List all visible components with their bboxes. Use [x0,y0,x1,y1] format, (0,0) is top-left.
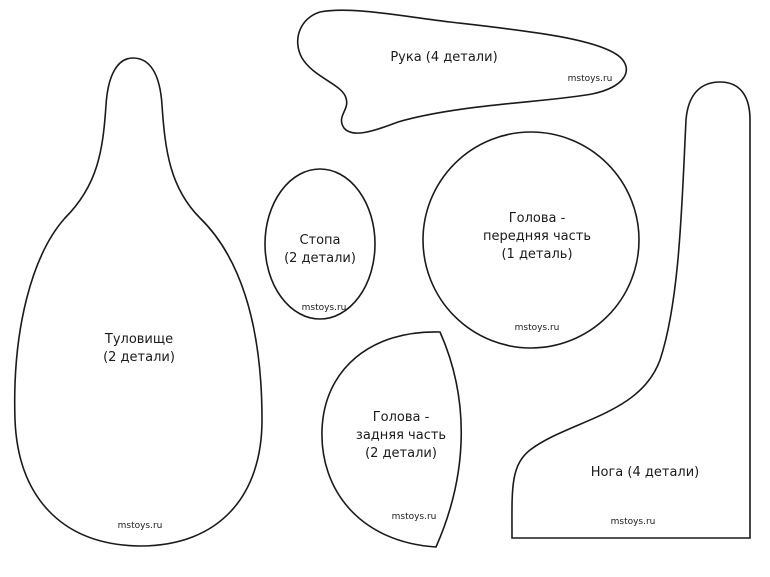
body-label-line1: Туловище [104,332,173,347]
head-front-watermark: mstoys.ru [515,323,560,333]
head-front-piece: Голова - передняя часть (1 деталь) mstoy… [422,131,640,349]
arm-label: Рука (4 детали) [390,50,497,65]
foot-label-line1: Стопа [299,233,340,248]
head-back-label-line2: задняя часть [356,428,446,443]
foot-watermark: mstoys.ru [302,303,347,313]
head-back-piece: Голова - задняя часть (2 детали) mstoys.… [321,331,463,548]
foot-piece: Стопа (2 детали) mstoys.ru [264,168,376,320]
head-back-outline [321,331,463,548]
leg-piece: Нога (4 детали) mstoys.ru [511,81,751,539]
head-back-label-line3: (2 детали) [365,446,437,461]
foot-label-line2: (2 детали) [284,251,356,266]
leg-label: Нога (4 детали) [591,465,700,480]
head-front-outline [422,131,640,349]
body-label-line2: (2 детали) [103,350,175,365]
arm-piece: Рука (4 детали) mstoys.ru [296,9,628,134]
head-front-label-line3: (1 деталь) [501,247,572,262]
arm-outline [296,9,628,134]
body-watermark: mstoys.ru [118,521,163,531]
head-front-label-line2: передняя часть [483,229,591,244]
arm-watermark: mstoys.ru [568,74,613,84]
body-outline [13,57,263,547]
body-piece: Туловище (2 детали) mstoys.ru [13,57,263,547]
head-back-label-line1: Голова - [373,410,430,425]
head-back-watermark: mstoys.ru [392,512,437,522]
head-front-label-line1: Голова - [509,211,566,226]
leg-watermark: mstoys.ru [611,517,656,527]
leg-outline [511,81,751,539]
foot-outline [264,168,376,320]
